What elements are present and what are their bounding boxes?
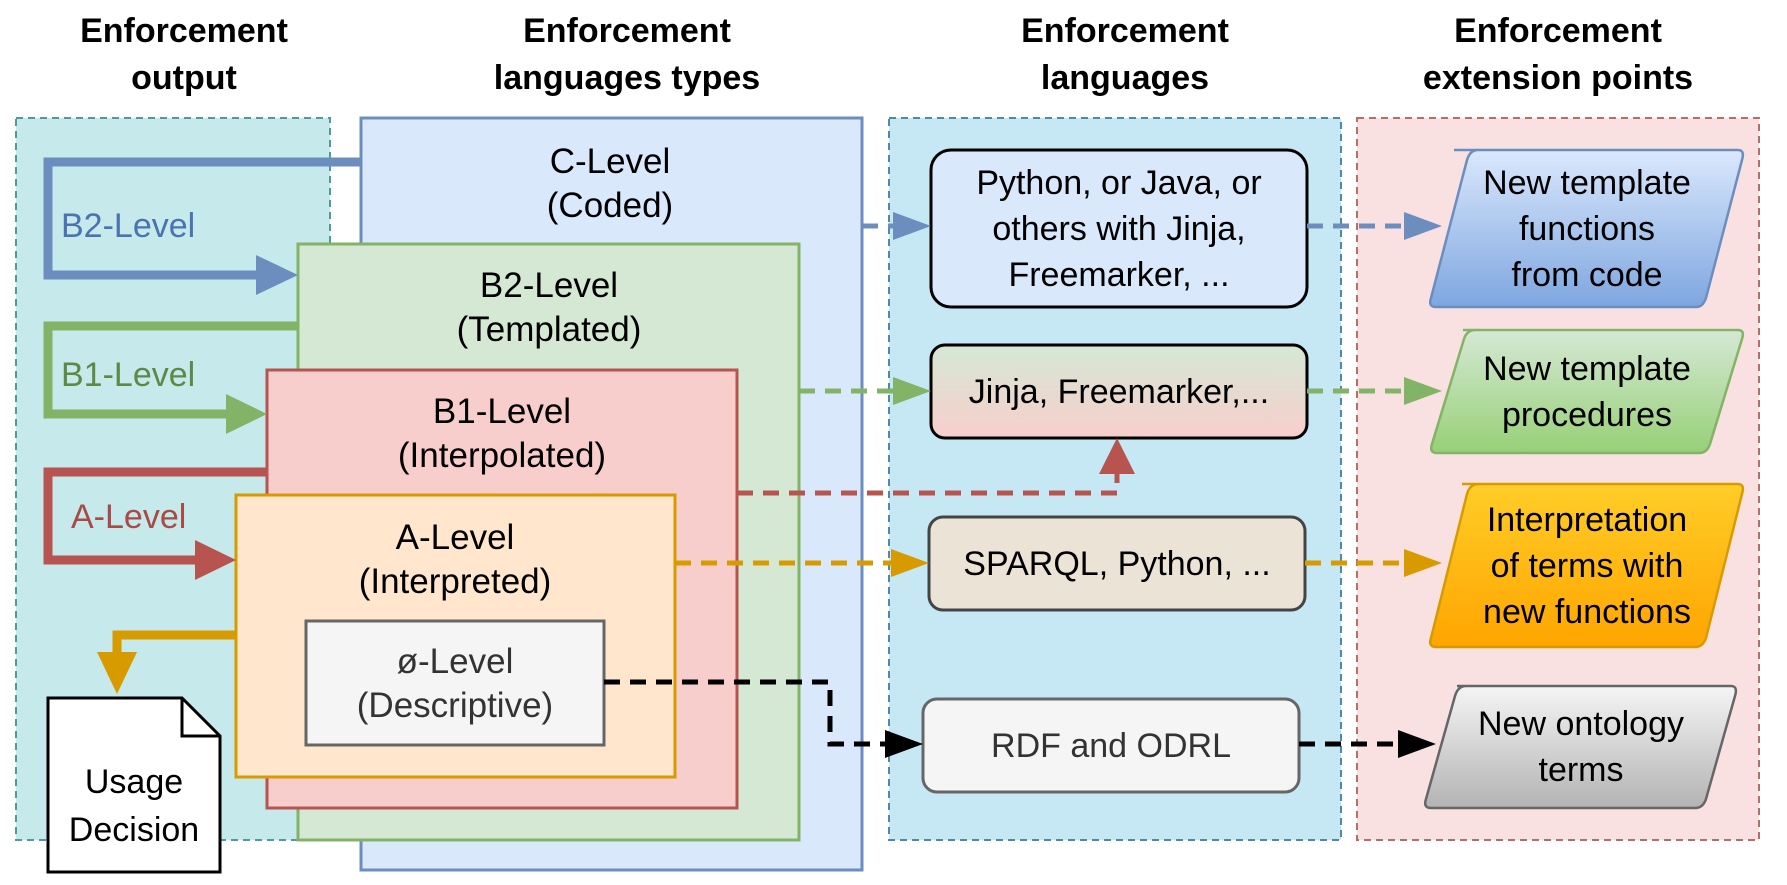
template-procedures-shape bbox=[1429, 328, 1745, 455]
descriptive-connector bbox=[604, 679, 887, 747]
template-functions-text: New template functions from code bbox=[1483, 163, 1691, 294]
c-level-label: C-Level (Coded) bbox=[546, 142, 674, 225]
b2-level-label: B2-Level (Templated) bbox=[456, 266, 642, 349]
coded-connector-arrowhead bbox=[893, 212, 931, 240]
document-fold-icon bbox=[180, 698, 220, 738]
functions-connector-arrowhead bbox=[1404, 212, 1442, 240]
ontology-connector-arrowhead bbox=[1398, 730, 1436, 758]
b1-to-a-arrow bbox=[43, 467, 267, 565]
a-to-decision-arrow bbox=[112, 630, 236, 654]
interpretation-shape bbox=[1428, 482, 1745, 649]
interpreted-connector-arrowhead bbox=[891, 549, 929, 577]
interpretation-text: Interpretation of terms with new functio… bbox=[1483, 500, 1691, 631]
descriptive-languages-text: RDF and ODRL bbox=[991, 726, 1231, 765]
header-enforcement-extension-points: Enforcement extension points bbox=[1422, 12, 1694, 97]
procedures-connector-arrowhead bbox=[1404, 377, 1442, 405]
output-b1-label: B1-Level bbox=[61, 356, 196, 394]
zero-level-label: ø-Level (Descriptive) bbox=[356, 642, 554, 725]
header-enforcement-output: Enforcement output bbox=[80, 12, 288, 97]
c-to-b2-arrow bbox=[43, 157, 361, 280]
interpolated-connector-arrowhead bbox=[1099, 438, 1135, 474]
c-to-b2-arrowhead bbox=[256, 255, 298, 295]
output-b2-label: B2-Level bbox=[61, 207, 196, 245]
b1-to-a-arrowhead bbox=[195, 540, 236, 580]
interpreted-languages-text: SPARQL, Python, ... bbox=[963, 544, 1271, 583]
usage-decision-document bbox=[46, 696, 222, 874]
templated-languages-text: Jinja, Freemarker,... bbox=[968, 372, 1270, 411]
interpretation-connector-arrowhead bbox=[1404, 549, 1442, 577]
a-level-label: A-Level (Interpreted) bbox=[358, 518, 552, 601]
a-to-decision-arrowhead bbox=[97, 652, 137, 694]
ontology-terms-shape bbox=[1423, 684, 1738, 810]
interpolated-connector bbox=[737, 470, 1120, 496]
b2-to-b1-arrowhead bbox=[226, 394, 267, 434]
template-procedures-text: New template procedures bbox=[1483, 349, 1691, 434]
b2-to-b1-arrow bbox=[43, 321, 298, 419]
output-a-label: A-Level bbox=[71, 498, 187, 536]
coded-languages-text: Python, or Java, or others with Jinja, F… bbox=[976, 163, 1262, 294]
descriptive-connector-arrowhead bbox=[885, 730, 923, 758]
header-enforcement-languages: Enforcement languages bbox=[1021, 12, 1229, 97]
header-enforcement-languages-types: Enforcement languages types bbox=[493, 12, 761, 97]
ontology-terms-text: New ontology terms bbox=[1477, 705, 1684, 789]
b1-level-label: B1-Level (Interpolated) bbox=[397, 392, 607, 475]
usage-decision-label: Usage Decision bbox=[68, 763, 200, 849]
templated-connector-arrowhead bbox=[893, 377, 931, 405]
template-functions-shape bbox=[1428, 148, 1745, 309]
